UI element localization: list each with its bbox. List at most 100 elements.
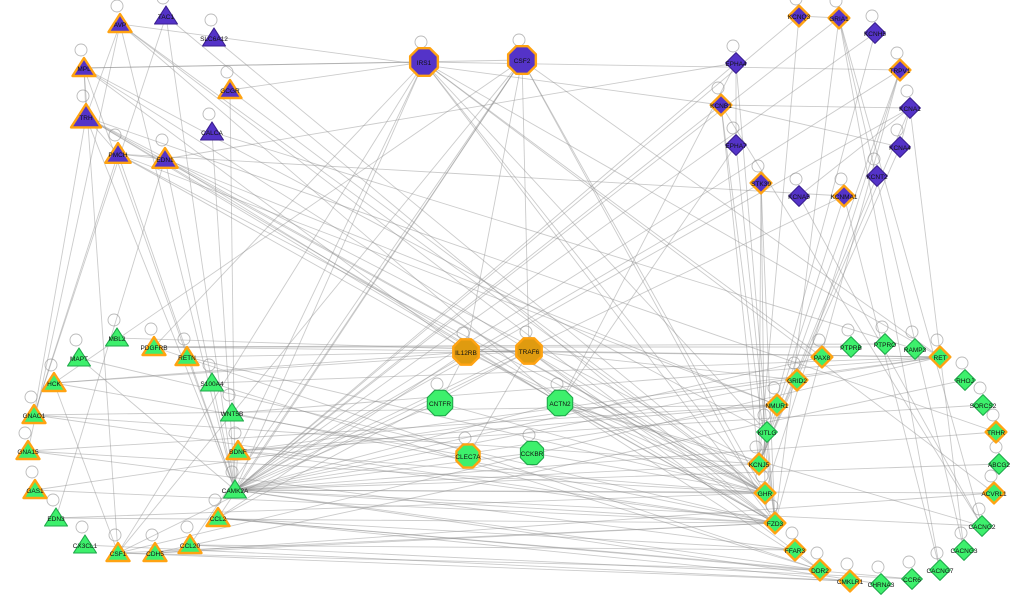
node-EDN1[interactable]: [151, 146, 179, 170]
node-CHRNA3[interactable]: [870, 573, 892, 595]
node-KCNA5[interactable]: [788, 185, 810, 207]
node-FZD3[interactable]: [763, 511, 787, 535]
node-KCNB1[interactable]: [709, 93, 733, 117]
node-CDH5[interactable]: [142, 541, 168, 563]
self-loop-KCNA4: [890, 123, 904, 137]
node-CSF1[interactable]: [105, 541, 131, 563]
node-AVP[interactable]: [107, 12, 133, 34]
node-CACNG7[interactable]: [929, 559, 951, 581]
edge-MPL-TRAF6: [83, 67, 530, 352]
node-GNA15[interactable]: [15, 439, 41, 461]
node-IRS1[interactable]: [408, 46, 440, 78]
edge-ACTN2-FZD3: [559, 402, 776, 524]
node-RHOJ[interactable]: [954, 369, 976, 391]
node-BDNF[interactable]: [225, 439, 251, 461]
node-CX3CL1[interactable]: [72, 534, 98, 554]
node-DDR2[interactable]: [808, 558, 832, 582]
node-GHR[interactable]: [753, 481, 777, 505]
self-loop-FFAR3: [785, 526, 799, 540]
edge-PMCH-KCNMA1: [117, 153, 845, 197]
edge-ACTN2-GHR: [559, 402, 766, 494]
edge-CAMK2A-CCKBR: [234, 452, 533, 491]
edge-IRS1-PAX8: [423, 61, 823, 358]
node-MAPT[interactable]: [66, 347, 92, 367]
node-GRIA1[interactable]: [827, 6, 851, 30]
node-RAMP3[interactable]: [904, 338, 926, 360]
node-CMKLR1[interactable]: [838, 569, 862, 593]
node-TRH[interactable]: [69, 102, 103, 129]
node-ACTN2[interactable]: [546, 389, 574, 417]
node-FFAR3[interactable]: [783, 538, 807, 562]
node-TRHR[interactable]: [984, 420, 1008, 444]
node-CACNG2[interactable]: [971, 515, 993, 537]
node-RET[interactable]: [928, 345, 952, 369]
edge-CAMK2A-CNTFR: [234, 402, 441, 491]
node-TAC1[interactable]: [153, 5, 179, 25]
node-CLEC7A[interactable]: [455, 443, 481, 469]
node-CSF2[interactable]: [506, 44, 538, 76]
edge-CAMK2A-FZD3: [234, 489, 776, 524]
node-CCL20[interactable]: [177, 533, 203, 555]
node-WNT5B[interactable]: [219, 402, 245, 422]
node-KCNMA1[interactable]: [832, 184, 856, 208]
node-PMCH[interactable]: [104, 141, 132, 165]
node-PTPRB[interactable]: [840, 336, 862, 358]
node-CCKBR[interactable]: [519, 440, 545, 466]
edge-PMCH-FZD3: [117, 153, 776, 524]
node-HCK[interactable]: [41, 371, 67, 393]
self-loop-DDR2: [810, 546, 824, 560]
node-PDGFRB[interactable]: [141, 335, 167, 357]
edge-CSF2-CAMK2A: [234, 59, 523, 491]
node-PTPRO[interactable]: [874, 333, 896, 355]
node-S100A4[interactable]: [199, 372, 225, 392]
node-CNTFR[interactable]: [426, 389, 454, 417]
self-loop-CSF1: [108, 528, 122, 542]
node-ACVRL1[interactable]: [982, 481, 1006, 505]
node-CCR6[interactable]: [901, 568, 923, 590]
edge-IRS1-TRPV1: [423, 61, 901, 71]
node-EPHA4[interactable]: [725, 52, 747, 74]
self-loop-TRAF6: [519, 325, 533, 339]
node-KCNT2[interactable]: [866, 165, 888, 187]
node-NMUR1[interactable]: [765, 393, 789, 417]
node-EDN3[interactable]: [43, 507, 69, 527]
node-TRAF6[interactable]: [515, 337, 543, 365]
node-CACNG3[interactable]: [953, 539, 975, 561]
node-KCNH5[interactable]: [864, 22, 886, 44]
node-TRPV1[interactable]: [888, 58, 912, 82]
edge-EDN1-EPHA4: [164, 62, 737, 160]
node-MBL2[interactable]: [104, 327, 130, 347]
node-ABCG2[interactable]: [988, 453, 1010, 475]
edge-KCNQ3-CAMK2A: [234, 15, 800, 491]
node-CAMK2A[interactable]: [222, 479, 248, 499]
node-CCL2[interactable]: [205, 506, 231, 528]
node-EPHA7[interactable]: [725, 134, 747, 156]
edge-AVP-CAMK2A: [119, 23, 236, 491]
edge-CDH5-RHOJ: [154, 379, 966, 554]
node-SORCS2[interactable]: [972, 394, 994, 416]
node-IL12RB[interactable]: [452, 338, 480, 366]
node-KCNQ3[interactable]: [787, 4, 811, 28]
node-SLC6A12[interactable]: [201, 27, 227, 47]
node-KCNA4[interactable]: [889, 136, 911, 158]
node-GNAO1[interactable]: [21, 403, 47, 425]
node-STK39[interactable]: [749, 171, 773, 195]
node-GAS1[interactable]: [22, 478, 48, 500]
edge-GRIA1-CAMK2A: [234, 17, 840, 491]
node-GRID2[interactable]: [785, 368, 809, 392]
edge-KCNB1-KCNJ5: [720, 104, 760, 465]
node-PAX8[interactable]: [810, 345, 834, 369]
edge-TRH-TRHR: [85, 116, 997, 433]
node-KITLG[interactable]: [756, 421, 778, 443]
self-loop-KCNT2: [867, 152, 881, 166]
node-KCNJ5[interactable]: [747, 452, 771, 476]
node-MPL[interactable]: [71, 56, 97, 78]
node-GCGR[interactable]: [217, 78, 243, 100]
self-loop-CSF2: [512, 33, 526, 47]
node-KCNA1[interactable]: [899, 97, 921, 119]
edge-IRS1-GHR: [423, 61, 766, 494]
node-RETN[interactable]: [174, 345, 200, 367]
node-CALCA[interactable]: [199, 121, 225, 141]
